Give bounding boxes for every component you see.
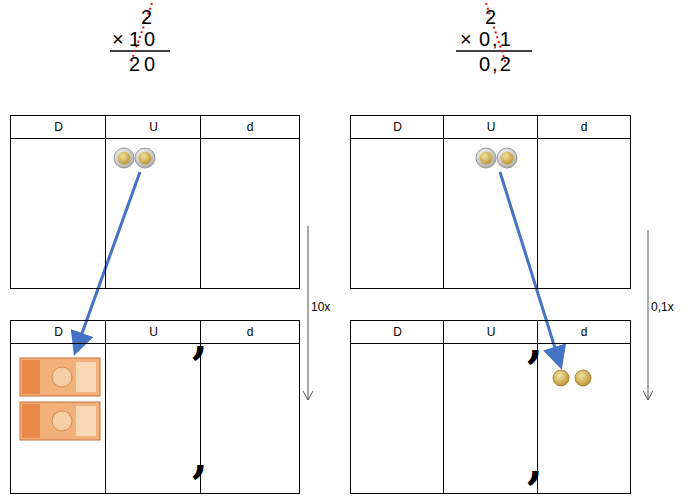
column-line [443,116,444,288]
header-cell: D [351,116,444,139]
column-header: U [487,325,496,339]
factor-label: 0,1x [651,300,674,314]
move-arrow [76,172,140,350]
column-header: U [487,120,496,134]
place-value-table: D Ud, [350,320,631,494]
column-header: D [54,325,63,339]
place-value-table: D Ud, [10,320,300,494]
calculation-digit: × [460,28,472,50]
column-line [105,116,106,288]
calculation-digit: 20 [129,53,159,75]
rule-line [110,50,170,52]
column-line [200,116,201,288]
decimal-comma: , [527,439,543,485]
header-cell: d [538,321,630,344]
header-cell: U [106,116,201,139]
place-value-table: DUd, [350,115,631,289]
header-cell: d [201,321,299,344]
calculation-digit: 10 [129,28,159,50]
place-value-table: DUd, [10,115,300,289]
calculation-digit: 2 [141,6,152,28]
euro-coins [114,148,155,168]
rule-line [456,50,532,52]
column-header: d [247,120,254,134]
column-header: d [247,325,254,339]
column-header: D [393,325,402,339]
factor-label: 10x [311,300,330,314]
decimal-comma: , [527,318,543,364]
cent-coins [553,370,591,386]
header-cell: U [444,116,538,139]
header-cell: d [201,116,299,139]
calculation-digit: 0,1 [479,28,513,50]
header-cell: d [538,116,630,139]
header-cell: D [11,116,106,139]
move-arrow [500,172,560,364]
factor-arrow [308,226,309,400]
banknotes [20,358,100,440]
column-line [443,321,444,493]
header-cell: U [444,321,538,344]
calculation-digit: 2 [485,6,496,28]
euro-coins [476,148,517,168]
factor-arrow [648,230,649,400]
column-header: d [581,325,588,339]
column-header: U [149,325,158,339]
header-cell: U [106,321,201,344]
column-header: U [149,120,158,134]
column-header: D [54,120,63,134]
header-cell: D [11,321,106,344]
column-header: d [581,120,588,134]
column-line [537,116,538,288]
header-cell: D [351,321,444,344]
column-line [105,321,106,493]
column-header: D [393,120,402,134]
calculation-digit: × [112,28,124,50]
decimal-comma: , [192,433,208,479]
calculation-digit: 0,2 [479,53,513,75]
